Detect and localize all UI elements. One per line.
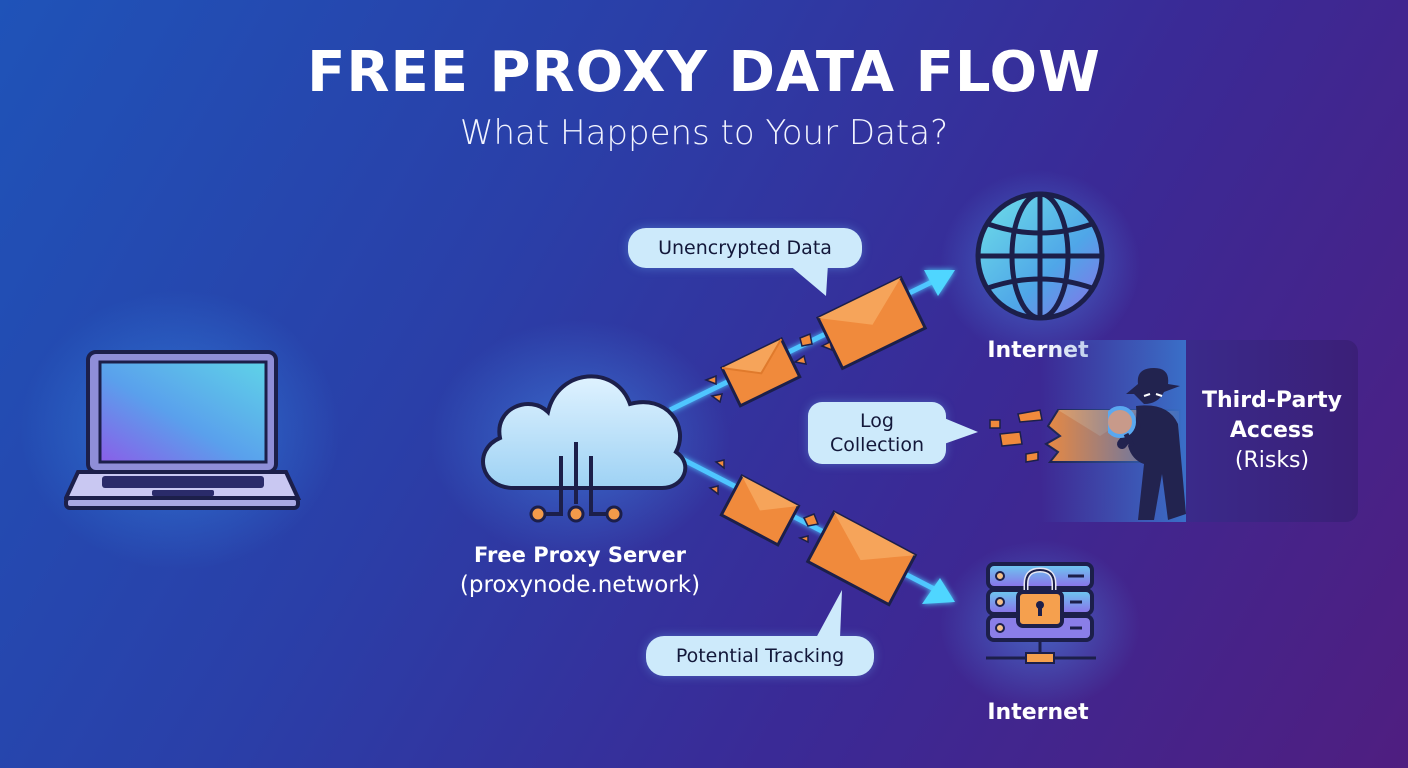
- log-collection-callout: Log Collection: [808, 402, 946, 464]
- third-party-line1: Third-Party: [1201, 388, 1343, 413]
- upper-arrowhead-icon: [924, 270, 955, 296]
- page-title: FREE PROXY DATA FLOW: [307, 40, 1101, 105]
- proxy-server-name: Free Proxy Server: [474, 543, 686, 567]
- globe-icon: [975, 191, 1105, 321]
- third-party-panel: Third-Party Access (Risks): [1186, 340, 1358, 522]
- envelope-icon: [805, 509, 918, 607]
- spy-magnifier-icon: [1108, 368, 1186, 520]
- page-subtitle: What Happens to Your Data?: [459, 113, 949, 153]
- server-lock-icon: [986, 562, 1096, 664]
- fragment-icon: [703, 332, 834, 404]
- cloud-server-icon: [481, 374, 688, 523]
- envelope-icon: [719, 337, 802, 408]
- proxy-server-domain: (proxynode.network): [459, 572, 701, 598]
- third-party-line3: (Risks): [1234, 448, 1310, 473]
- potential-tracking-callout: Potential Tracking: [646, 636, 874, 676]
- lower-arrowhead-icon: [922, 578, 955, 604]
- callout-pointer: [788, 264, 828, 296]
- log-collection-line2: Collection: [830, 434, 924, 456]
- third-party-line2: Access: [1229, 418, 1315, 443]
- callout-pointer: [816, 590, 842, 638]
- log-collection-line1: Log: [860, 410, 894, 432]
- laptop-icon: [64, 350, 302, 510]
- internet-bottom-label: Internet: [987, 700, 1089, 725]
- envelope-icon: [719, 473, 801, 547]
- unencrypted-data-callout: Unencrypted Data: [628, 228, 862, 268]
- fragment-icon: [708, 459, 820, 544]
- callout-pointer: [944, 418, 978, 444]
- potential-tracking-text: Potential Tracking: [675, 645, 845, 667]
- unencrypted-data-text: Unencrypted Data: [658, 237, 832, 259]
